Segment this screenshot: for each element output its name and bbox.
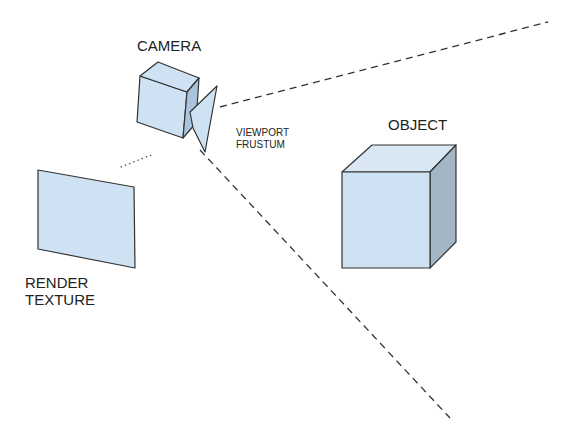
frustum-edge [200,150,450,418]
object-label: OBJECT [388,116,478,133]
camera-label: CAMERA [137,37,227,54]
frustum-label: VIEWPORT FRUSTUM [236,127,302,151]
render-texture-face [38,170,135,268]
camera-node: CAMERA [133,58,225,155]
render-texture-label: RENDER TEXTURE [25,274,107,308]
dotted-connector [118,155,151,168]
object-face [342,172,430,268]
frustum-edge [220,22,548,107]
camera-face [190,86,217,152]
object-face [430,145,456,268]
object-node: OBJECT [340,143,458,271]
render-texture-node: RENDER TEXTURE [36,168,138,271]
